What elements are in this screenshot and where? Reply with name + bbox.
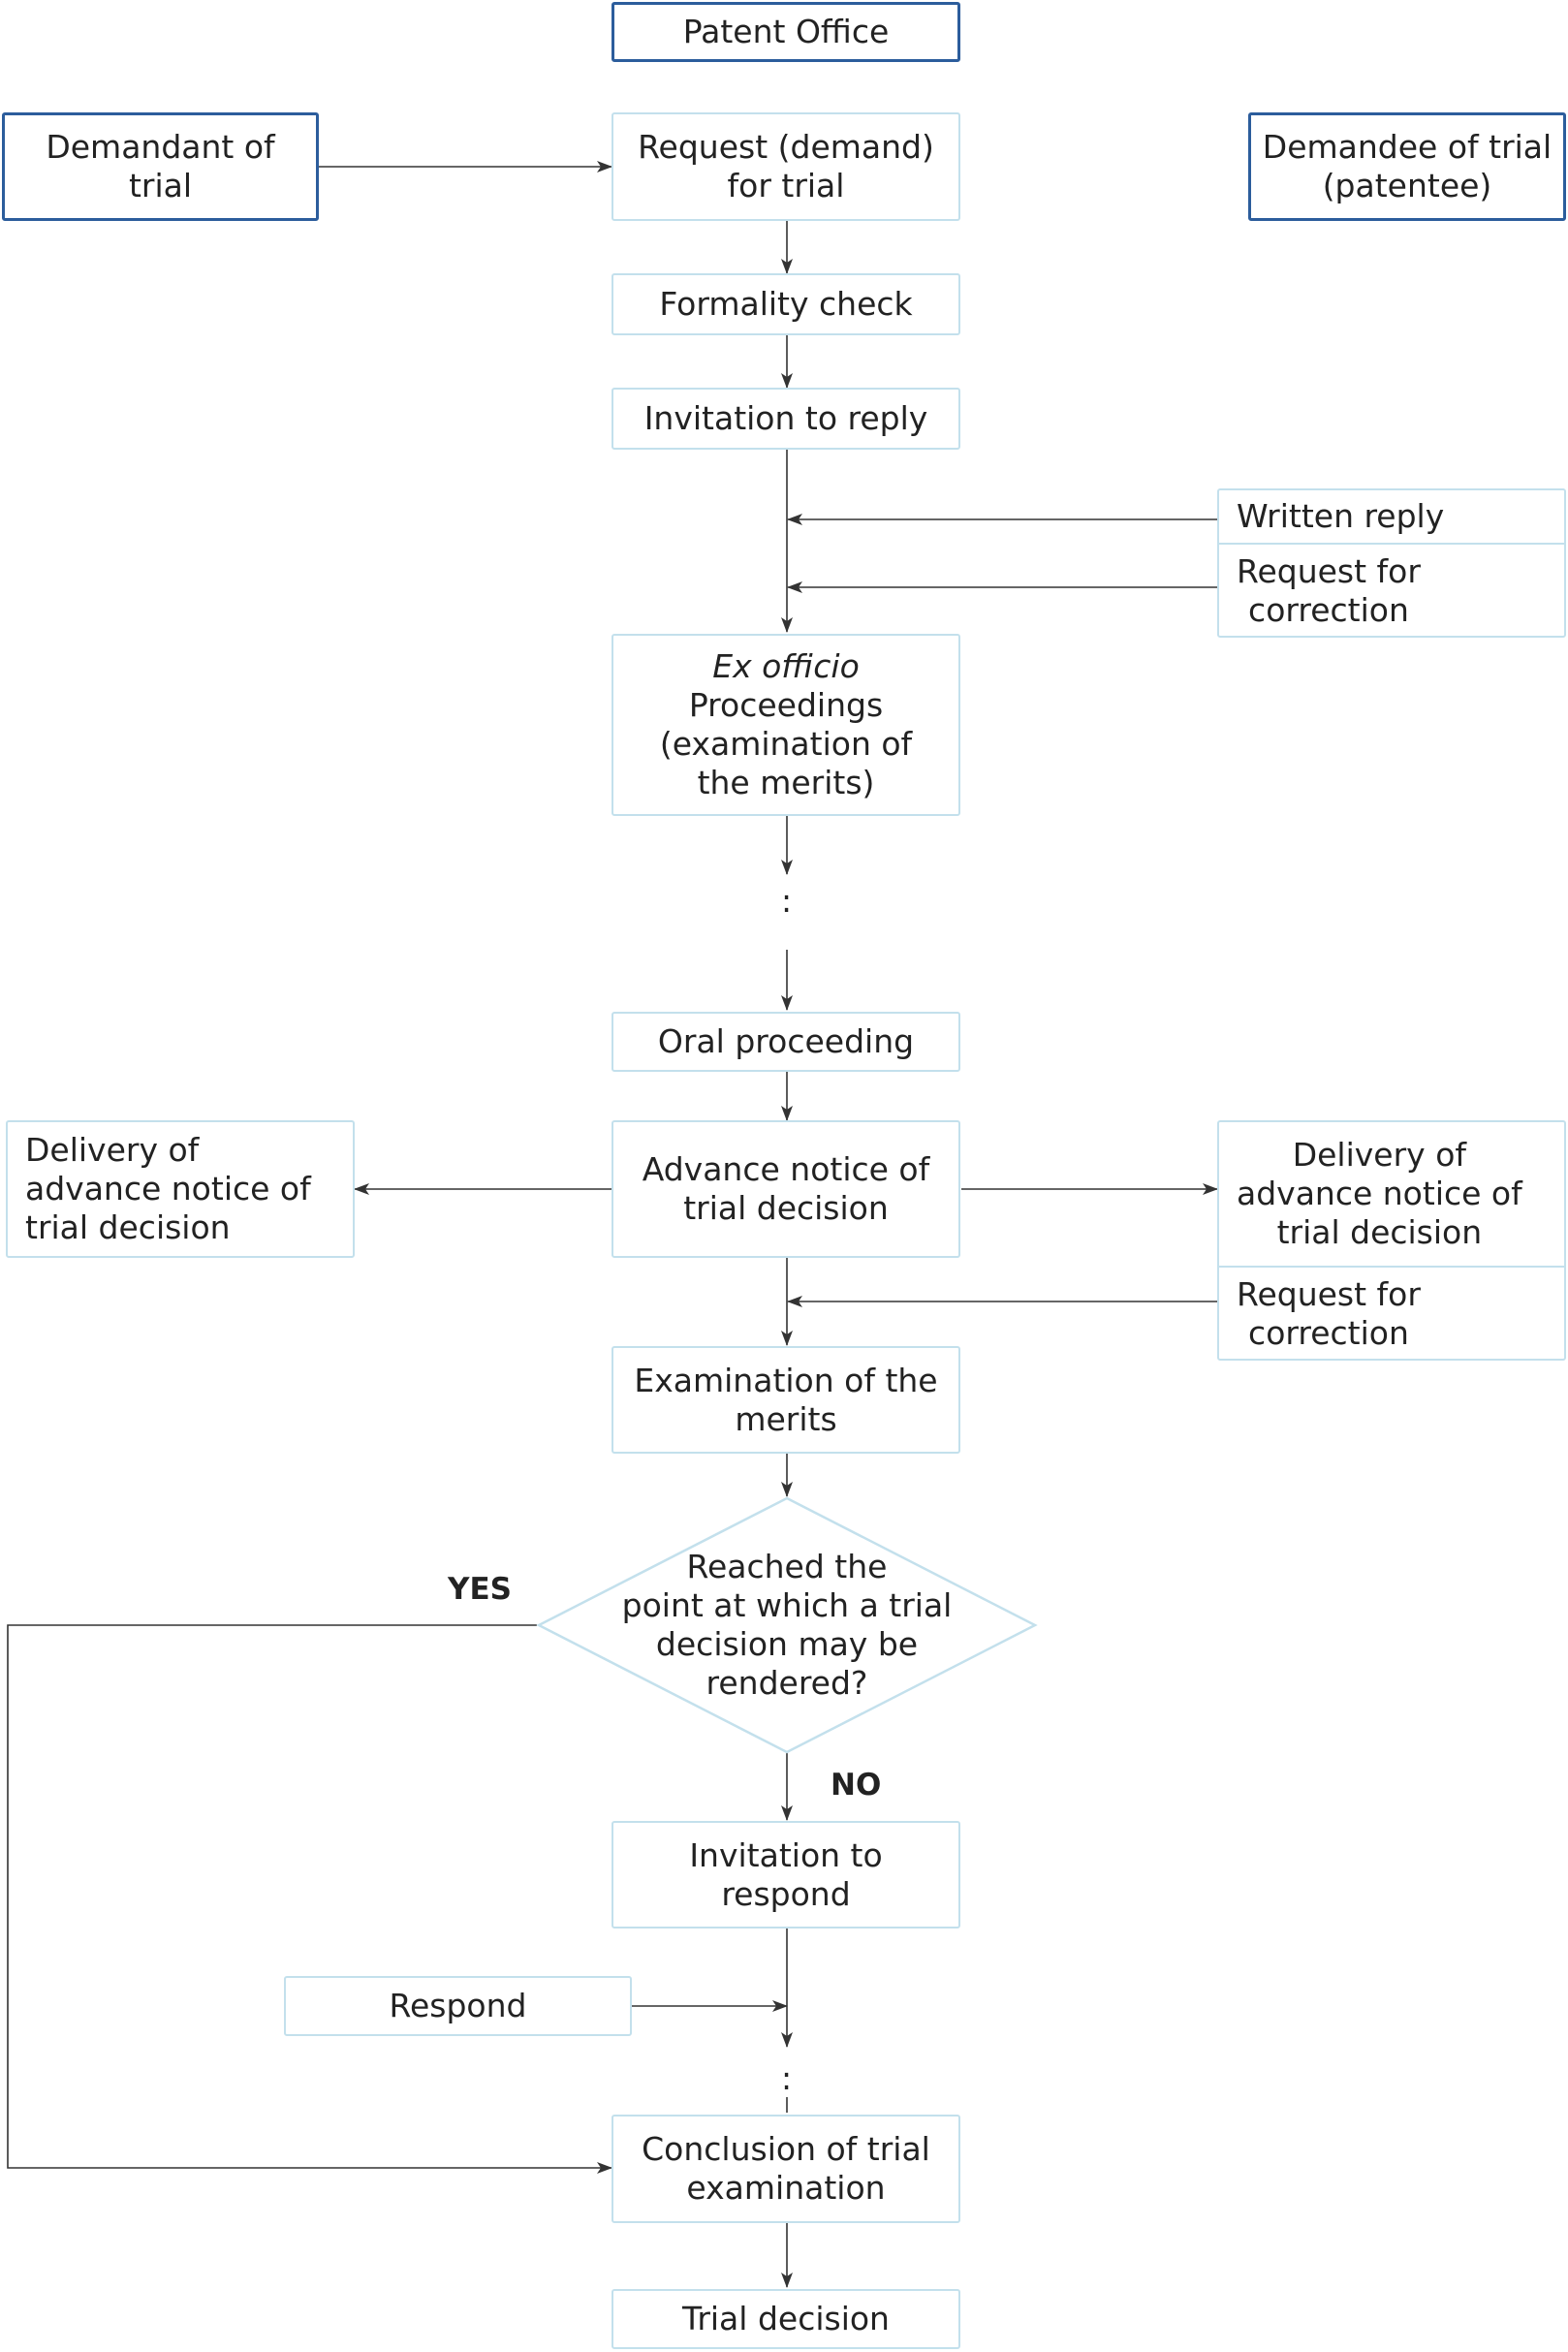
no-label: NO	[831, 1768, 881, 1803]
advance-notice-label: Advance notice of trial decision	[643, 1150, 930, 1228]
demandee-box: Demandee of trial (patentee)	[1248, 112, 1566, 221]
written-reply-label: Written reply	[1237, 497, 1444, 536]
ellipsis-1: :	[781, 882, 792, 920]
yes-label: YES	[448, 1572, 512, 1607]
ex-officio-box: Ex officio Proceedings (examination of t…	[612, 634, 960, 816]
conclusion-box: Conclusion of trial examination	[612, 2115, 960, 2223]
written-reply-cell: Written reply	[1219, 490, 1564, 543]
respond-box: Respond	[284, 1976, 632, 2036]
demandant-box: Demandant of trial	[2, 112, 319, 221]
invitation-respond-box: Invitation to respond	[612, 1821, 960, 1929]
request-box: Request (demand) for trial	[612, 112, 960, 221]
delivery-left-label: Delivery of advance notice of trial deci…	[25, 1131, 311, 1247]
oral-box: Oral proceeding	[612, 1012, 960, 1072]
patent-office-header: Patent Office	[612, 2, 960, 62]
formality-label: Formality check	[659, 285, 912, 324]
invitation-respond-label: Invitation to respond	[689, 1836, 882, 1914]
request-label: Request (demand) for trial	[638, 128, 934, 205]
delivery-left-box: Delivery of advance notice of trial deci…	[6, 1120, 355, 1258]
formality-box: Formality check	[612, 273, 960, 335]
respond-label: Respond	[390, 1987, 527, 2025]
arrow-yes-branch	[8, 1625, 612, 2168]
request-correction-label-1: Request for correction	[1237, 552, 1421, 630]
invitation-reply-box: Invitation to reply	[612, 388, 960, 450]
exam-merits-box: Examination of the merits	[612, 1346, 960, 1454]
trial-decision-box: Trial decision	[612, 2289, 960, 2349]
ex-officio-rest: Proceedings (examination of the merits)	[660, 686, 912, 801]
delivery-right-label: Delivery of advance notice of trial deci…	[1237, 1136, 1522, 1252]
exam-merits-label: Examination of the merits	[634, 1362, 937, 1439]
patent-office-label: Patent Office	[683, 13, 890, 51]
conclusion-label: Conclusion of trial examination	[642, 2130, 930, 2208]
request-correction-label-2: Request for correction	[1237, 1275, 1421, 1353]
demandant-label: Demandant of trial	[46, 128, 274, 205]
invitation-reply-label: Invitation to reply	[644, 399, 928, 438]
ex-officio-text: Ex officio Proceedings (examination of t…	[660, 647, 912, 802]
oral-label: Oral proceeding	[658, 1022, 914, 1061]
request-correction-cell-2: Request for correction	[1219, 1266, 1564, 1361]
delivery-correction-box: Delivery of advance notice of trial deci…	[1217, 1120, 1566, 1361]
delivery-right-cell: Delivery of advance notice of trial deci…	[1219, 1122, 1564, 1266]
request-correction-cell-1: Request for correction	[1219, 543, 1564, 638]
demandee-label: Demandee of trial (patentee)	[1263, 128, 1552, 205]
decision-question: Reached the point at which a trial decis…	[612, 1548, 961, 1703]
advance-notice-box: Advance notice of trial decision	[612, 1120, 960, 1258]
ex-officio-italic: Ex officio	[712, 647, 860, 685]
ellipsis-2: :	[781, 2059, 792, 2097]
trial-decision-label: Trial decision	[682, 2300, 890, 2338]
reply-correction-box: Written reply Request for correction	[1217, 488, 1566, 638]
